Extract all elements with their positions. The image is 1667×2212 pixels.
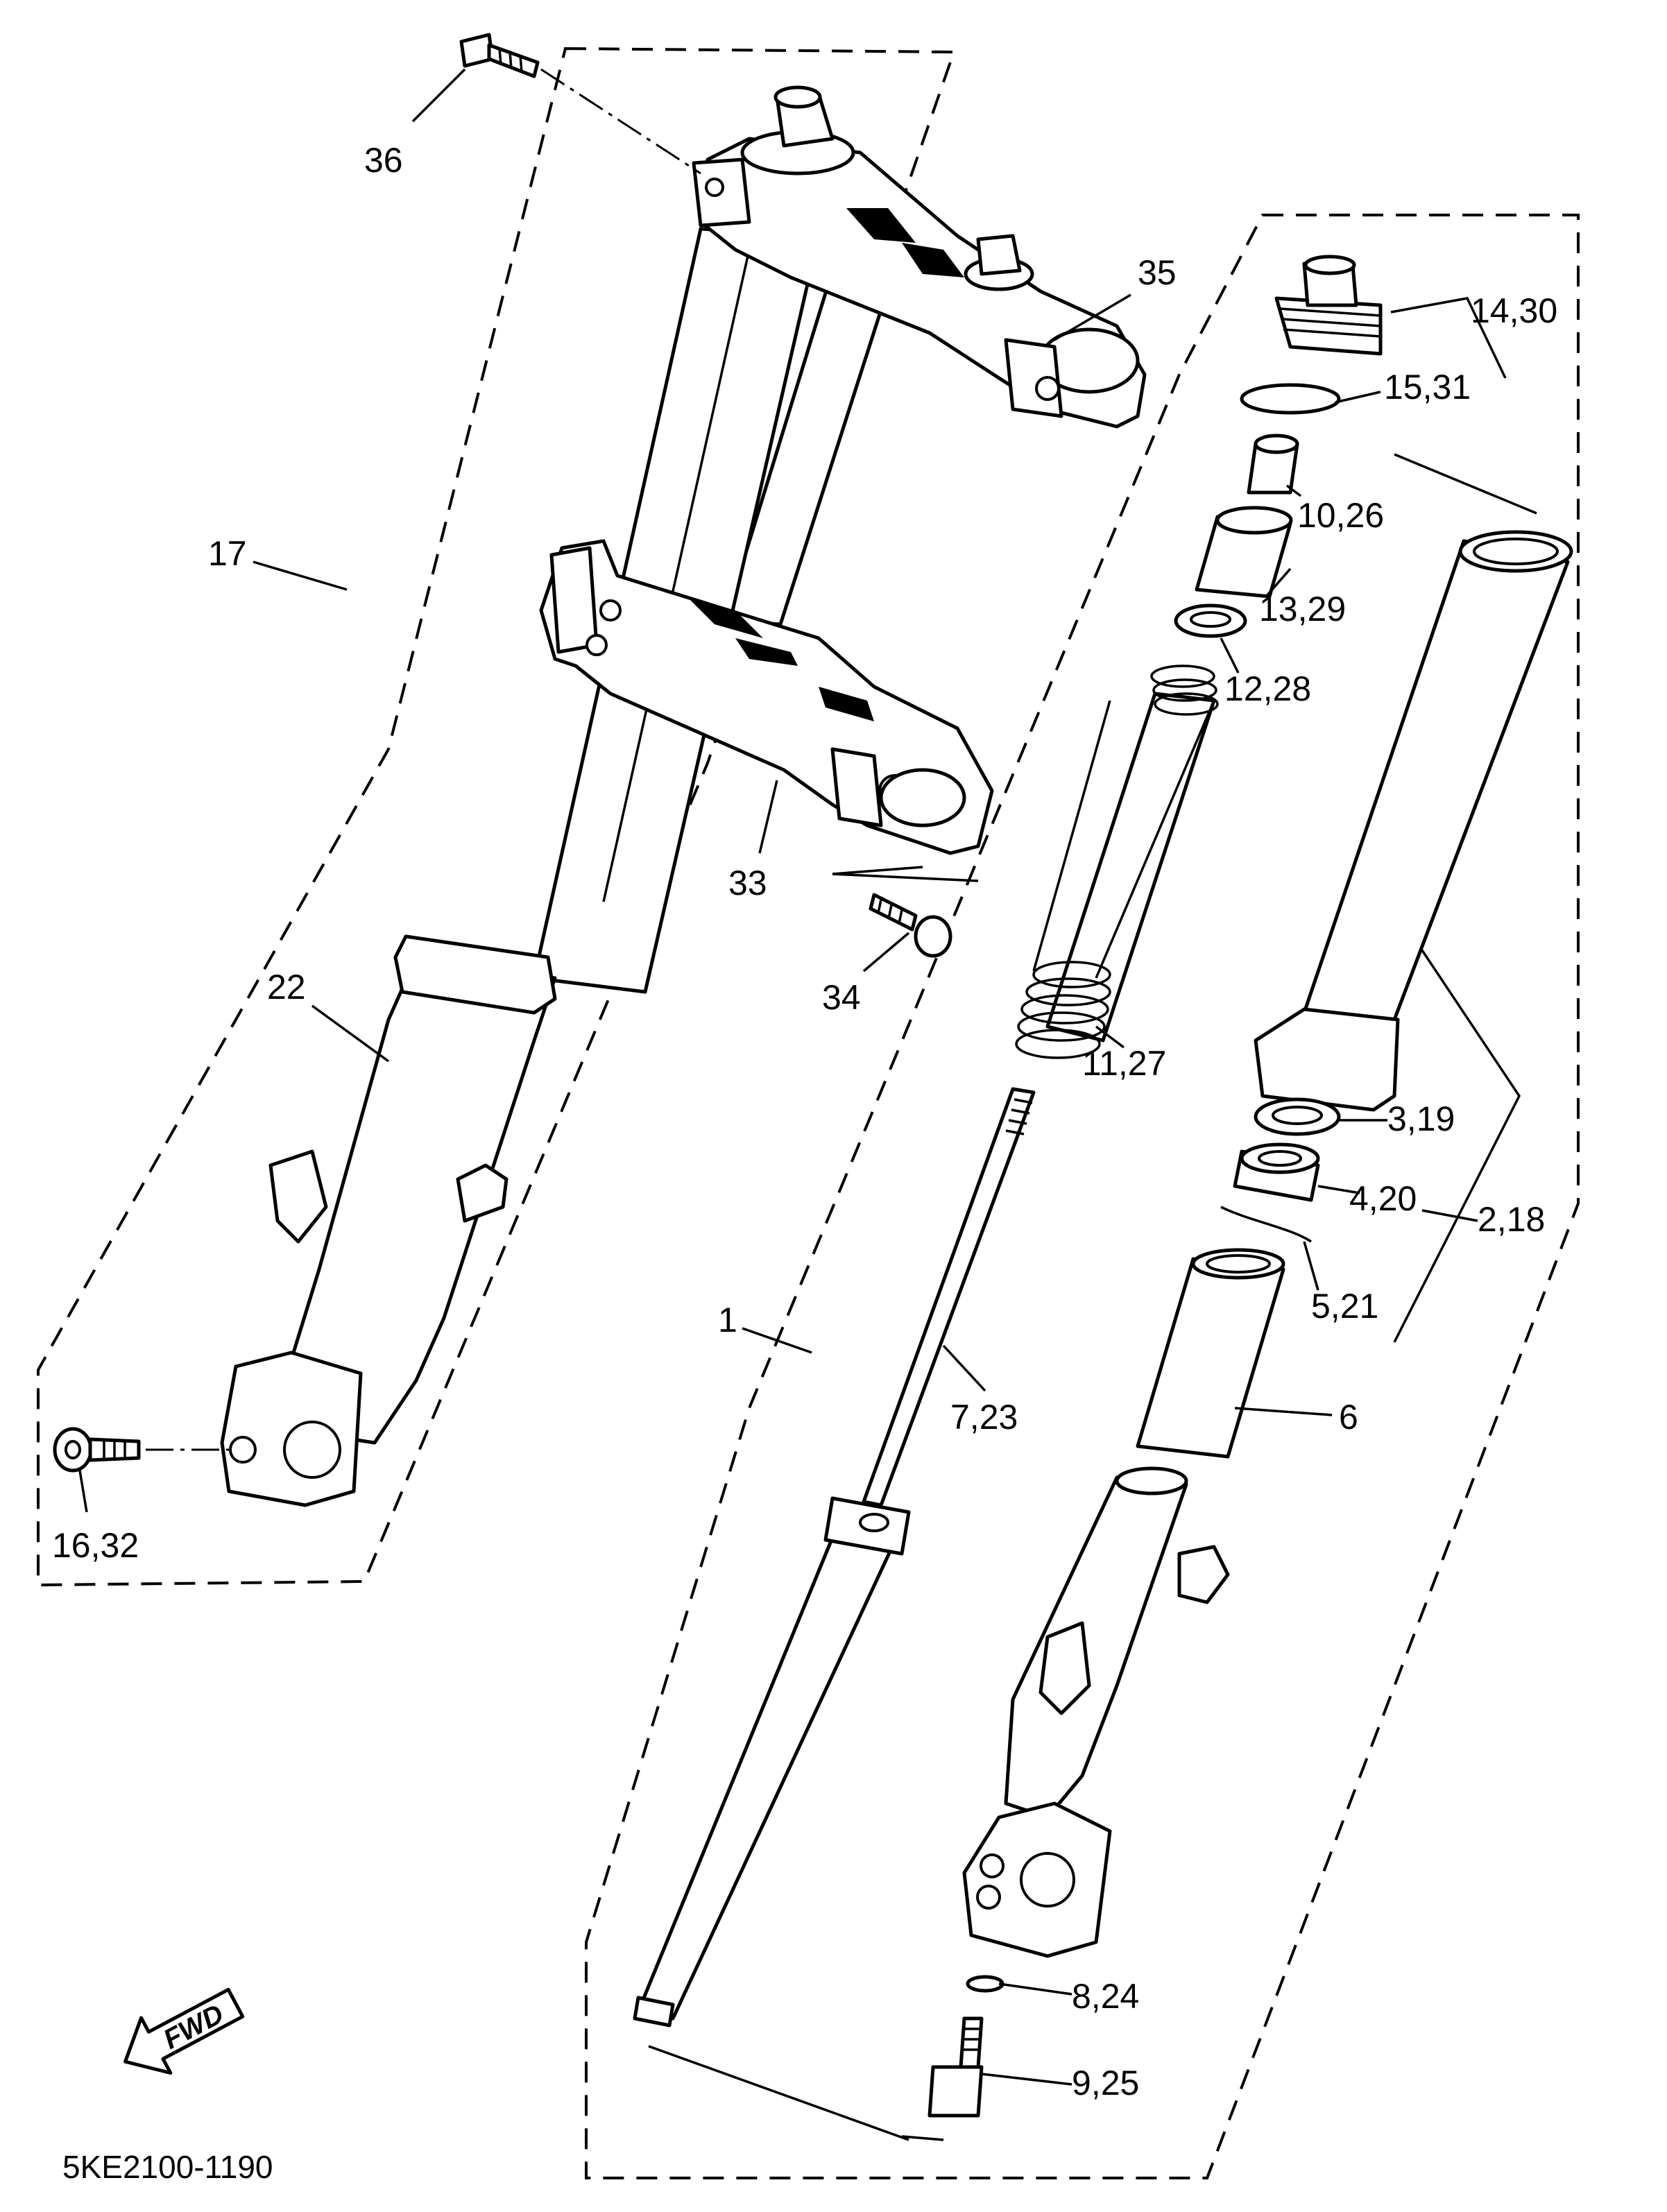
fork-lower-leg [962, 1466, 1230, 1958]
callout-12-28: 12,28 [1224, 669, 1311, 708]
assembly-1-boundary [585, 214, 1580, 2179]
lower-clamp-bolt-hole [585, 634, 608, 656]
washer-part-8 [966, 1975, 1005, 1993]
circlip-part-5 [1220, 1206, 1312, 1243]
callout-8-24: 8,24 [1072, 1977, 1139, 2016]
callout-15-31: 15,31 [1384, 368, 1471, 406]
stem-nut [976, 234, 1022, 276]
slide-tube-part-6 [1136, 1248, 1285, 1459]
lower-triple-clamp-part-33 [539, 539, 994, 855]
bolt-part-9 [927, 2016, 984, 2118]
bushing-part-4 [1233, 1142, 1320, 1202]
spacer-part-10 [1247, 434, 1299, 495]
fork-outer-tube-part-22 [282, 955, 557, 1445]
fork-dust-seal-collar [393, 934, 557, 1015]
callout-14-30: 14,30 [1471, 291, 1557, 330]
callout-1: 1 [718, 1301, 737, 1339]
tube-highlight [602, 249, 751, 902]
group-bracket-11b [1095, 700, 1215, 979]
group-bracket-11 [1032, 700, 1111, 972]
fork-cap-top [773, 85, 822, 109]
callout-13-29: 13,29 [1259, 590, 1346, 628]
top-clamp-pocket [846, 208, 916, 243]
leader-lines [78, 68, 1478, 2086]
spacer-part-13 [1195, 506, 1293, 599]
group-bracket-2-18 [1393, 453, 1537, 1343]
callout-7-23: 7,23 [950, 1398, 1018, 1437]
drawing-code: 5KE2100-1190 [62, 2149, 273, 2185]
callout-6: 6 [1339, 1398, 1358, 1437]
damper-cylinder [633, 1496, 911, 2027]
top-clamp-bolt-hole [1035, 376, 1060, 401]
damper-rod-part-7 [862, 1087, 1036, 1507]
bolt-part-34 [869, 893, 952, 958]
group-bracket-14-15 [1390, 297, 1507, 379]
callout-11-27: 11,27 [1082, 1044, 1166, 1083]
chain-line-36 [540, 68, 701, 175]
callout-22: 22 [267, 968, 306, 1006]
left-fork-assembly [53, 33, 1147, 1507]
group-bracket-1b [901, 2135, 944, 2141]
fwd-arrow-icon: FWD [123, 1987, 245, 2075]
caliper-bracket-upper [268, 1149, 328, 1244]
callout-2-18: 2,18 [1478, 1200, 1545, 1239]
callout-9-25: 9,25 [1072, 2064, 1139, 2102]
lower-clamp-pinch-block [830, 747, 883, 828]
axle-bore [283, 1421, 341, 1479]
o-ring-part-15 [1240, 383, 1341, 415]
assembly-17-boundary [37, 46, 956, 1587]
top-clamp-bolt-hole [705, 178, 724, 197]
callout-4-20: 4,20 [1349, 1179, 1417, 1218]
bolt-part-16 [53, 1427, 141, 1473]
axle-holder-block [220, 1351, 363, 1507]
callout-17: 17 [208, 534, 247, 573]
lower-clamp-pocket [687, 597, 763, 638]
callout-labels: 36 35 17 33 34 22 16,32 1 7,23 11,27 12,… [52, 141, 1557, 2102]
callout-16-32: 16,32 [52, 1526, 139, 1565]
washer-part-12 [1174, 603, 1247, 638]
lower-clamp-stem-bore [879, 768, 966, 828]
axle-pinch-hole [229, 1436, 257, 1464]
spring-part-11 [1015, 961, 1111, 1059]
right-fork-exploded [633, 255, 1573, 2141]
lower-clamp-bolt-hole [599, 599, 622, 621]
callout-5-21: 5,21 [1311, 1287, 1378, 1326]
fork-outer-tube-part-2 [1254, 530, 1573, 1112]
top-clamp-pocket [902, 243, 964, 277]
callout-3-19: 3,19 [1387, 1099, 1455, 1138]
callout-10-26: 10,26 [1297, 496, 1384, 535]
callout-35: 35 [1138, 253, 1177, 292]
chain-line-34-b [832, 866, 923, 875]
lower-clamp-pocket [819, 687, 874, 721]
callout-36: 36 [364, 141, 403, 180]
callout-33: 33 [728, 864, 767, 902]
bolt-part-36 [459, 33, 540, 78]
cap-bolt-part-14 [1274, 255, 1383, 356]
fork-spring [1045, 665, 1219, 1043]
oil-seal-part-3 [1254, 1097, 1341, 1136]
group-bracket-1 [648, 2045, 909, 2141]
caliper-bracket-arm [456, 1163, 508, 1223]
callout-34: 34 [822, 978, 861, 1017]
group-boundaries [37, 46, 1580, 2179]
lower-clamp-pocket [735, 638, 798, 666]
chain-line-34-a [832, 873, 979, 882]
